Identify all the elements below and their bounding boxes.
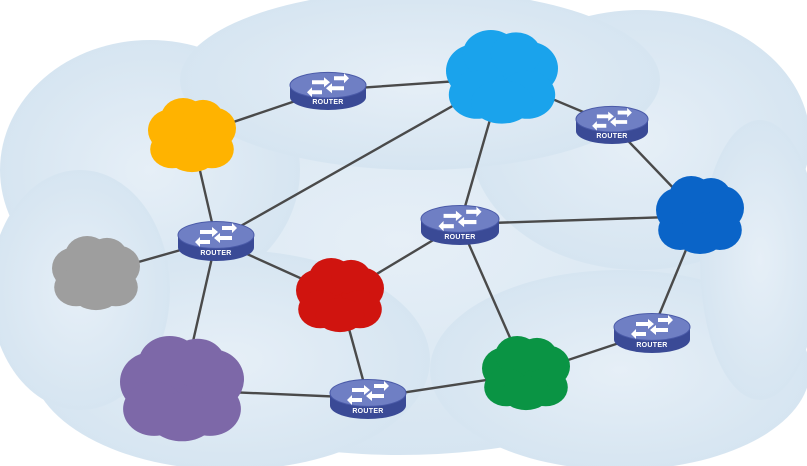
- router-center: ROUTER: [420, 205, 500, 245]
- router-top: ROUTER: [289, 71, 367, 110]
- router-label: ROUTER: [200, 250, 231, 257]
- cloud-dark-blue: [656, 176, 744, 254]
- router-label: ROUTER: [596, 133, 627, 140]
- cloud-red: [296, 258, 384, 333]
- router-arrows-icon: [631, 314, 673, 339]
- routers-layer: ROUTER ROUTER ROUTER ROUTER ROUTER ROUTER: [177, 71, 691, 419]
- cloud-yellow: [148, 98, 236, 173]
- router-label: ROUTER: [444, 234, 475, 241]
- cloud-gray: [52, 236, 140, 311]
- router-arrows-icon: [347, 380, 389, 405]
- router-label: ROUTER: [352, 408, 383, 415]
- router-arrows-icon: [592, 107, 632, 131]
- router-arrows-icon: [307, 73, 349, 98]
- router-arrows-icon: [195, 222, 237, 247]
- router-right-bottom: ROUTER: [613, 313, 691, 353]
- cloud-light-blue: [446, 30, 558, 124]
- router-label: ROUTER: [312, 99, 343, 106]
- router-bottom: ROUTER: [329, 379, 407, 419]
- router-label: ROUTER: [636, 342, 667, 349]
- cloud-green: [482, 336, 570, 411]
- cloud-purple: [120, 336, 244, 442]
- router-right-top: ROUTER: [575, 105, 649, 144]
- clouds-layer: [52, 30, 744, 442]
- router-arrows-icon: [438, 206, 482, 232]
- router-left: ROUTER: [177, 221, 255, 261]
